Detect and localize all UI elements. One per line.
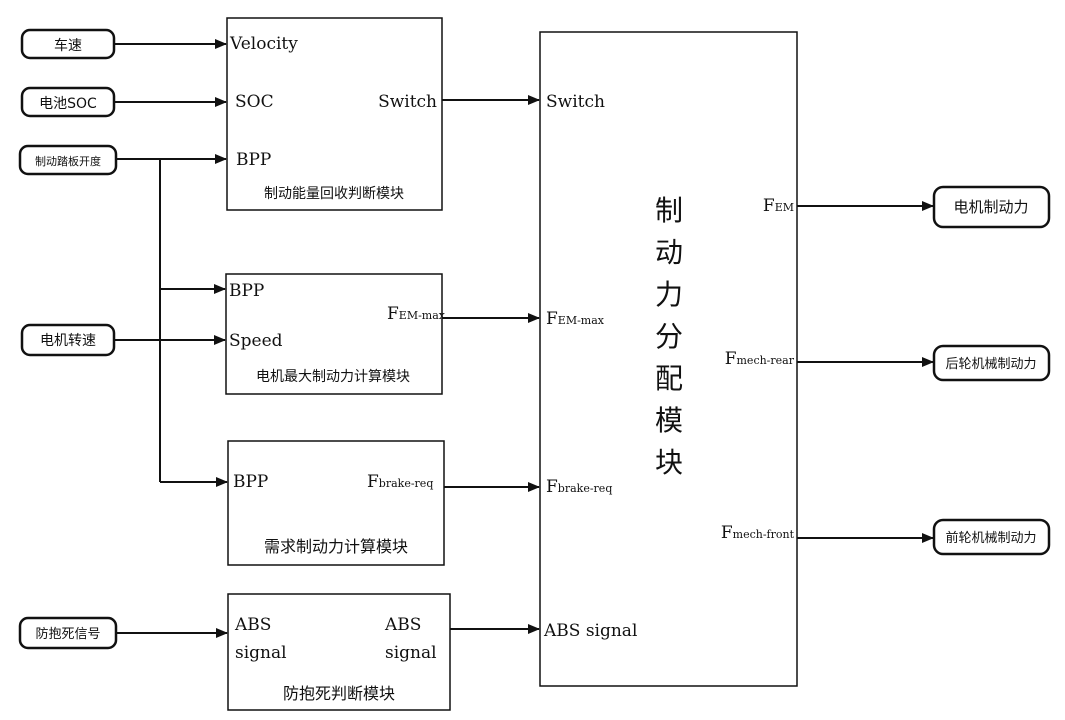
dist-in-fem-max: FEM-max [546,309,605,329]
input-motor-speed-label: 电机转速 [40,333,96,349]
block-demand-force: BPP Fbrake-req 需求制动力计算模块 [227,440,445,566]
dist-out-front: Fmech-front [721,523,795,543]
dist-title-char-7: 块 [655,446,683,479]
motor-max-out: FEM-max [387,304,446,324]
regen-judge-title: 制动能量回收判断模块 [264,186,404,202]
output-front-mech-force: 前轮机械制动力 [932,518,1051,556]
regen-in-velocity: Velocity [229,34,298,54]
input-brake-pedal-opening: 制动踏板开度 [18,144,118,176]
abs-judge-title: 防抱死判断模块 [283,684,395,703]
output-rear-mech-force-label: 后轮机械制动力 [945,357,1036,372]
input-motor-speed: 电机转速 [20,323,116,357]
output-rear-mech-force: 后轮机械制动力 [932,344,1051,382]
motor-max-in-speed: Speed [229,331,283,351]
output-front-mech-force-label: 前轮机械制动力 [945,530,1036,546]
dist-title-char-3: 力 [655,278,683,311]
regen-in-soc: SOC [235,92,274,112]
dist-title-char-2: 动 [655,236,683,269]
dist-title-char-4: 分 [655,320,683,353]
demand-title: 需求制动力计算模块 [264,537,408,556]
dist-in-abs: ABS signal [543,621,637,641]
input-battery-soc: 电池SOC [20,86,116,118]
dist-out-fem: FEM [763,196,794,216]
dist-in-fbrake: Fbrake-req [546,477,612,497]
motor-max-title: 电机最大制动力计算模块 [256,369,410,385]
input-anti-lock-signal: 防抱死信号 [18,616,118,650]
block-motor-max-force: BPP Speed FEM-max 电机最大制动力计算模块 [225,273,446,395]
block-abs-judge: ABS signal ABS signal 防抱死判断模块 [227,593,451,711]
output-motor-brake-force-label: 电机制动力 [953,198,1028,216]
input-battery-soc-label: 电池SOC [39,96,97,112]
abs-in-line1: ABS [234,615,271,635]
dist-in-switch: Switch [546,92,605,112]
block-regen-judge: Velocity SOC BPP Switch 制动能量回收判断模块 [226,17,443,211]
dist-title-char-1: 制 [655,194,683,227]
input-vehicle-speed: 车速 [20,28,116,60]
regen-in-bpp: BPP [236,150,271,170]
demand-in-bpp: BPP [233,472,268,492]
abs-out-line2: signal [385,643,437,663]
block-brake-distribution: Switch FEM-max Fbrake-req ABS signal FEM… [539,31,798,687]
dist-title-char-6: 模 [655,404,683,437]
output-motor-brake-force: 电机制动力 [932,185,1051,229]
dist-out-rear: Fmech-rear [725,349,795,369]
demand-out: Fbrake-req [367,472,433,492]
input-brake-pedal-opening-label: 制动踏板开度 [35,154,101,168]
input-vehicle-speed-label: 车速 [54,37,82,54]
motor-max-in-bpp: BPP [229,281,264,301]
abs-in-line2: signal [235,643,287,663]
input-anti-lock-signal-label: 防抱死信号 [35,626,100,642]
abs-out-line1: ABS [384,615,421,635]
regen-out-switch: Switch [378,92,437,112]
dist-title-char-5: 配 [655,362,683,395]
